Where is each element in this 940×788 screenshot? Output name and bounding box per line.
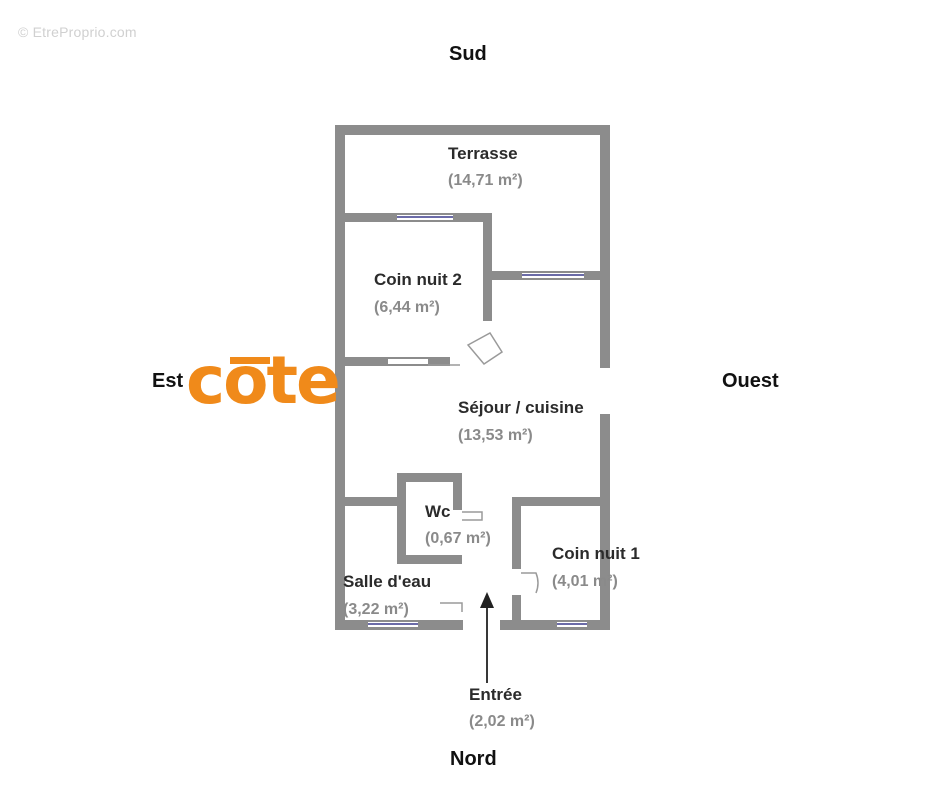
room-area-entree: (2,02 m²) bbox=[469, 713, 535, 730]
room-name-terrasse: Terrasse bbox=[448, 144, 518, 163]
room-name-wc: Wc bbox=[425, 502, 451, 521]
logo-accent-bar bbox=[230, 357, 270, 364]
room-name-coin-nuit-2: Coin nuit 2 bbox=[374, 270, 462, 289]
room-area-terrasse: (14,71 m²) bbox=[448, 172, 523, 189]
room-area-sejour: (13,53 m²) bbox=[458, 427, 533, 444]
room-name-coin-nuit-1: Coin nuit 1 bbox=[552, 544, 640, 563]
logo-backdrop bbox=[345, 368, 615, 414]
compass-west: Ouest bbox=[722, 370, 779, 392]
room-name-sejour: Séjour / cuisine bbox=[458, 398, 584, 417]
room-name-entree: Entrée bbox=[469, 685, 522, 704]
compass-north: Nord bbox=[450, 748, 497, 770]
room-area-salle-d-eau: (3,22 m²) bbox=[343, 601, 409, 618]
room-name-salle-d-eau: Salle d'eau bbox=[343, 572, 432, 591]
compass-east: Est bbox=[152, 370, 184, 392]
room-area-wc: (0,67 m²) bbox=[425, 530, 491, 547]
room-area-coin-nuit-1: (4,01 m²) bbox=[552, 573, 618, 590]
compass-south: Sud bbox=[449, 43, 487, 65]
watermark: © EtreProprio.com bbox=[18, 24, 137, 40]
brand-logo: cote bbox=[186, 342, 341, 419]
room-area-coin-nuit-2: (6,44 m²) bbox=[374, 299, 440, 316]
